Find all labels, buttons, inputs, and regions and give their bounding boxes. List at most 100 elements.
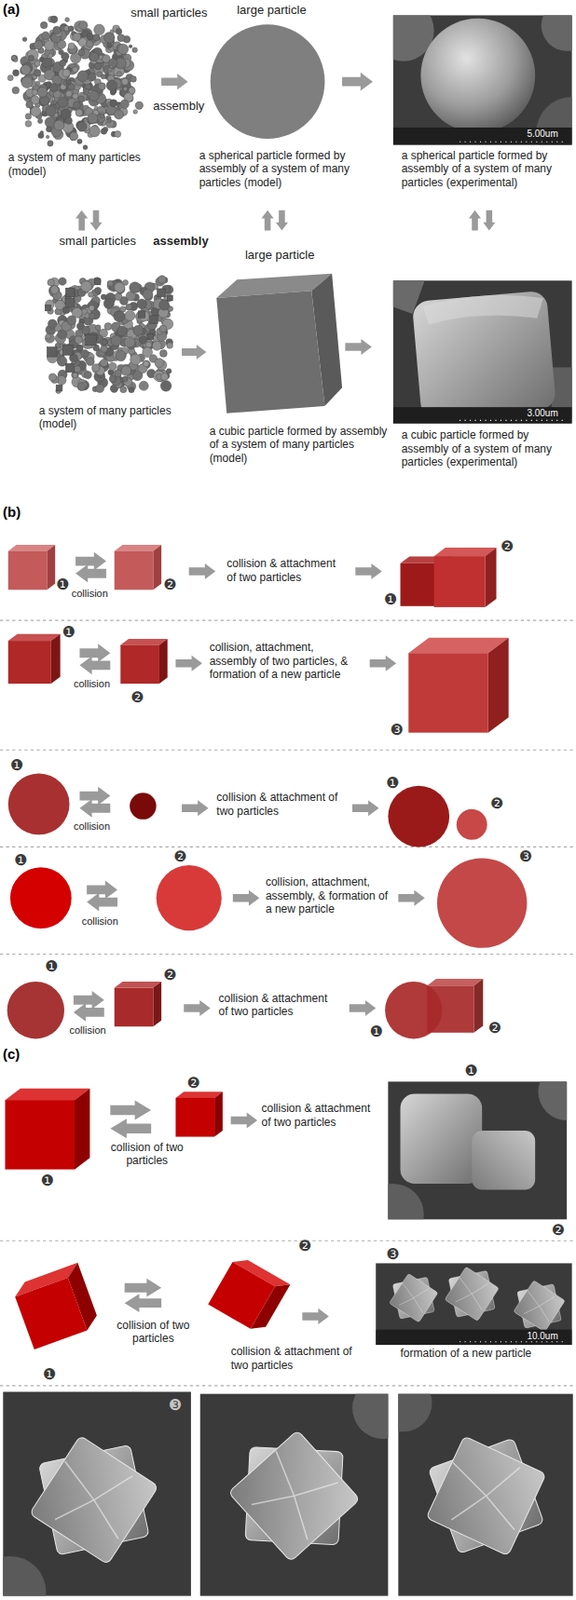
flow-arrow xyxy=(75,72,495,360)
illustration-part xyxy=(147,333,153,340)
illustration-part xyxy=(0,620,576,622)
illustration-part xyxy=(44,304,51,311)
illustration-part xyxy=(117,34,125,42)
illustration-part xyxy=(103,298,114,309)
illustration-part xyxy=(121,78,128,85)
illustration-part xyxy=(37,86,48,97)
sem-image xyxy=(372,0,576,169)
illustration-part xyxy=(11,54,18,62)
process-label: collision xyxy=(73,678,110,690)
row-divider xyxy=(0,620,576,1387)
illustration-part xyxy=(0,847,576,849)
illustration-part xyxy=(129,793,156,820)
illustration-part xyxy=(66,90,73,97)
illustration-part xyxy=(541,14,573,51)
illustration-part xyxy=(86,893,118,913)
illustration-part xyxy=(75,109,83,117)
illustration-part xyxy=(77,122,88,133)
illustration-part xyxy=(215,1395,388,1577)
illustration-part xyxy=(107,42,112,48)
cube-model xyxy=(216,274,343,414)
illustration-part xyxy=(484,548,496,608)
cube-particle xyxy=(114,545,162,590)
illustration-part xyxy=(393,127,573,146)
illustration-part xyxy=(104,323,112,331)
illustration-part xyxy=(83,88,91,96)
process-label: collision xyxy=(71,588,109,600)
illustration-part xyxy=(216,290,325,413)
illustration-part xyxy=(123,86,127,91)
illustration-part xyxy=(27,54,34,61)
illustration-part xyxy=(123,279,129,286)
illustration-part xyxy=(74,336,83,344)
illustration-part xyxy=(65,17,70,23)
illustration-part xyxy=(0,750,576,752)
illustration-part xyxy=(41,57,53,69)
illustration-part xyxy=(78,96,85,103)
sem-image xyxy=(374,1375,574,1598)
illustration-part xyxy=(261,210,275,232)
illustration-part xyxy=(114,982,162,989)
illustration-part xyxy=(58,277,67,286)
illustration-part xyxy=(411,290,557,421)
panel-label: (b) xyxy=(2,505,21,522)
illustration-part xyxy=(159,325,167,333)
illustration-part xyxy=(81,281,93,293)
sem-image xyxy=(0,1392,192,1600)
scale-label: 5.00um xyxy=(526,129,558,139)
illustration-part xyxy=(157,288,166,298)
illustration-part xyxy=(128,87,136,95)
illustration-part xyxy=(14,1278,87,1351)
illustration-part xyxy=(21,77,33,89)
illustration-part xyxy=(53,26,61,34)
illustration-part xyxy=(397,891,425,907)
cube-particle xyxy=(120,639,167,685)
illustration-part xyxy=(7,75,14,82)
illustration-part xyxy=(40,131,44,136)
illustration-part xyxy=(100,128,107,135)
illustration-part xyxy=(175,1098,215,1139)
illustration-part xyxy=(95,325,101,331)
illustration-part xyxy=(114,545,162,552)
illustration-part xyxy=(107,118,112,124)
illustration-part xyxy=(115,27,122,34)
callout-number: ❶ xyxy=(55,577,69,593)
illustration-part xyxy=(166,295,173,302)
illustration-part xyxy=(150,315,159,325)
illustration-part xyxy=(0,954,576,956)
callout-number: ❸ xyxy=(168,1398,182,1414)
illustration-part xyxy=(389,1274,439,1323)
illustration-part xyxy=(138,381,149,391)
illustration-part xyxy=(109,58,118,68)
illustration-part xyxy=(77,383,85,391)
illustration-part xyxy=(375,1267,572,1346)
illustration-part xyxy=(89,52,99,62)
illustration-part xyxy=(113,109,124,120)
illustration-part xyxy=(40,96,50,106)
illustration-part xyxy=(72,67,79,73)
illustration-part xyxy=(120,99,129,109)
illustration-part xyxy=(393,14,573,145)
illustration-part xyxy=(29,1437,159,1566)
callout-number: ❷ xyxy=(163,577,177,593)
illustration-part xyxy=(45,106,56,117)
process-label: assembly xyxy=(152,234,208,248)
part-label: small particles xyxy=(130,6,207,20)
illustration-part xyxy=(426,986,474,1033)
caption: a cubic particle formed by assembly of a… xyxy=(209,425,392,466)
illustration-part xyxy=(344,339,371,356)
illustration-part xyxy=(99,359,108,368)
sphere-particle xyxy=(7,774,528,1041)
cube-particle xyxy=(11,1263,101,1351)
illustration-part xyxy=(437,858,527,948)
illustration-part xyxy=(157,275,166,285)
cube-particle xyxy=(114,982,162,1028)
process-label: collision of two particles xyxy=(112,1319,195,1347)
cube-particle xyxy=(426,979,483,1034)
illustration-part xyxy=(85,40,94,48)
panel-label: (c) xyxy=(2,1047,20,1064)
illustration-part xyxy=(75,552,107,572)
scale-label: 3.00um xyxy=(526,409,558,419)
illustration-part xyxy=(86,33,94,41)
illustration-part xyxy=(77,138,83,144)
